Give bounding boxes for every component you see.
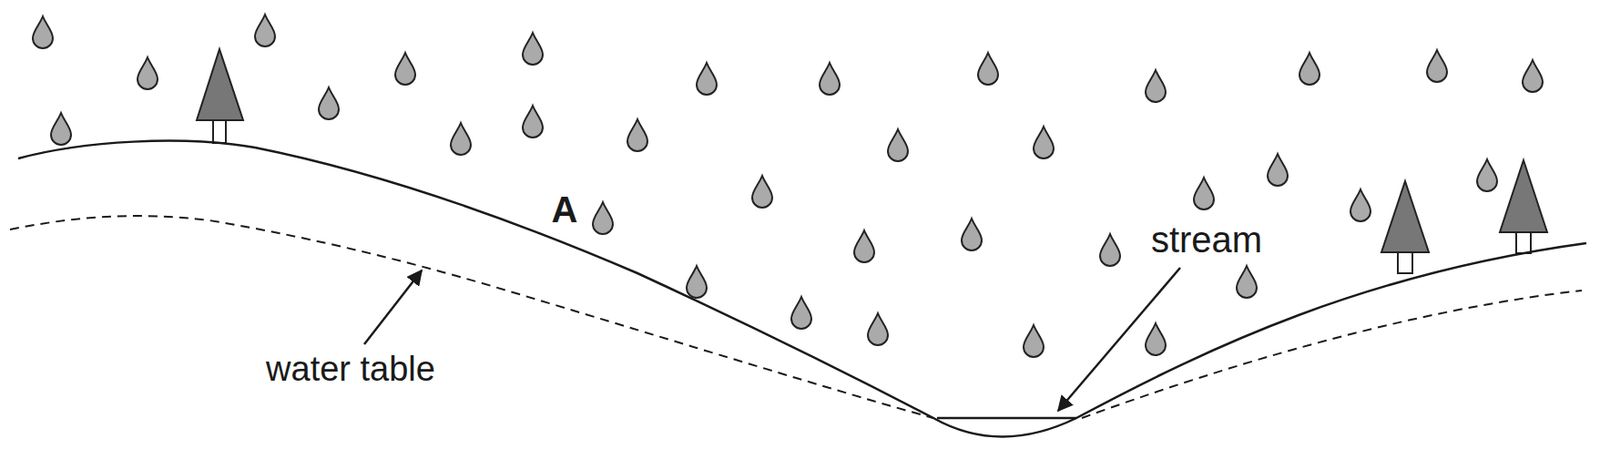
raindrops	[32, 14, 1543, 357]
trees	[196, 49, 1548, 274]
water-table-line	[10, 215, 1582, 418]
ground-surface	[18, 141, 1587, 438]
leader-arrow	[364, 270, 422, 345]
stream-label: stream	[1151, 221, 1263, 258]
water-table-label: water table	[265, 351, 436, 387]
leader-arrow	[1058, 267, 1181, 411]
point-label: A	[551, 191, 579, 228]
stream-surface	[937, 417, 1077, 420]
